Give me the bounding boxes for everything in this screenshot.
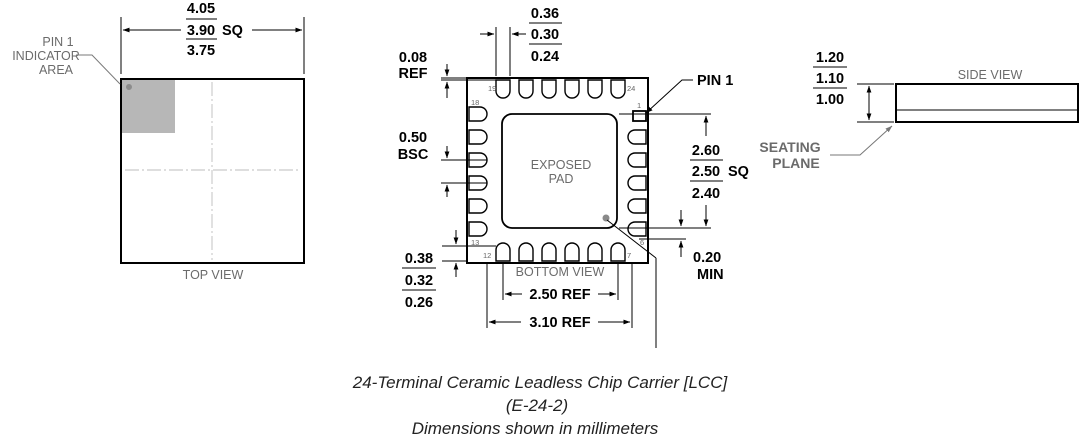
terminal-pad xyxy=(610,242,626,262)
pitch-dim-value: 0.50 xyxy=(399,130,427,146)
caption: 24-Terminal Ceramic Leadless Chip Carrie… xyxy=(352,373,729,438)
top-view-label: TOP VIEW xyxy=(183,268,244,282)
pad-dim-nom: 2.50 xyxy=(692,164,720,180)
pin-number-7: 7 xyxy=(627,251,631,260)
exposed-pad-label-line2: PAD xyxy=(549,172,574,186)
terminal-pad xyxy=(518,79,534,99)
bottom-view: EXPOSED PAD xyxy=(398,6,749,348)
exposed-pad-label-line1: EXPOSED xyxy=(531,158,591,172)
ref-dim-label: REF xyxy=(399,66,428,82)
top-width-max: 4.05 xyxy=(187,1,215,17)
exposed-pad-dot xyxy=(602,214,610,222)
terminal-pad xyxy=(495,79,511,99)
pin-number-18: 18 xyxy=(471,98,479,107)
terminal-pad xyxy=(587,242,603,262)
caption-title: 24-Terminal Ceramic Leadless Chip Carrie… xyxy=(352,373,729,392)
pin1-indicator-label-line2: INDICATOR xyxy=(12,49,80,63)
pad-dim-sq: SQ xyxy=(728,164,749,180)
top-width-sq: SQ xyxy=(222,23,243,39)
lead-length-nom: 0.32 xyxy=(405,273,433,289)
terminal-pad xyxy=(468,129,488,145)
terminal-column-right xyxy=(627,110,647,237)
pin-number-6: 6 xyxy=(640,238,644,247)
terminal-pad xyxy=(564,242,580,262)
pin-number-12: 12 xyxy=(483,251,491,260)
height-dim-min: 1.00 xyxy=(816,92,844,108)
seating-plane-leader xyxy=(830,125,893,156)
pin1-callout-label: PIN 1 xyxy=(697,73,733,89)
seating-plane-label-line1: SEATING xyxy=(759,139,820,155)
terminal-pad xyxy=(627,221,647,237)
pad-dim-min: 2.40 xyxy=(692,186,720,202)
terminal-pad xyxy=(564,79,580,99)
clearance-dim-value: 0.20 xyxy=(693,250,721,266)
side-view-label: SIDE VIEW xyxy=(958,68,1023,82)
top-view: 4.05 3.90 SQ 3.75 PIN 1 INDICATOR AREA T… xyxy=(12,1,305,282)
pin1-indicator-leader xyxy=(76,54,121,85)
seating-plane-label-line2: PLANE xyxy=(772,155,819,171)
exposed-pad-leader xyxy=(606,219,657,259)
top-width-min: 3.75 xyxy=(187,43,215,59)
pin-number-24: 24 xyxy=(627,84,635,93)
lead-width-max: 0.36 xyxy=(531,6,559,22)
pin1-dot xyxy=(126,84,132,90)
terminal-pad xyxy=(468,106,488,122)
terminal-row-bottom xyxy=(495,242,626,262)
exposed-pad xyxy=(501,113,618,229)
lead-width-nom: 0.30 xyxy=(531,27,559,43)
side-view: 1.20 1.10 1.00 SIDE VIEW SEATING PLANE xyxy=(759,50,1079,171)
side-view-body xyxy=(895,83,1079,123)
terminal-pad xyxy=(627,175,647,191)
height-dim-max: 1.20 xyxy=(816,50,844,66)
terminal-pad xyxy=(541,79,557,99)
bottom-view-label: BOTTOM VIEW xyxy=(516,265,605,279)
terminal-pad xyxy=(610,79,626,99)
height-dim-nom: 1.10 xyxy=(816,71,844,87)
terminal-pad xyxy=(541,242,557,262)
span-inner-label: 2.50 REF xyxy=(529,287,590,303)
pin1-indicator-label-line1: PIN 1 xyxy=(42,35,73,49)
clearance-dim-label: MIN xyxy=(697,267,724,283)
lead-width-min: 0.24 xyxy=(531,49,559,65)
lead-length-max: 0.38 xyxy=(405,251,433,267)
terminal-pad xyxy=(468,198,488,214)
terminal-pad xyxy=(627,198,647,214)
terminal-pad xyxy=(468,221,488,237)
terminal-pad xyxy=(587,79,603,99)
terminal-pad xyxy=(627,152,647,168)
terminal-pad xyxy=(495,242,511,262)
pin-number-1: 1 xyxy=(637,101,641,110)
terminal-row-top xyxy=(495,79,626,99)
pin-number-19: 19 xyxy=(488,84,496,93)
caption-units: Dimensions shown in millimeters xyxy=(412,419,659,438)
caption-code: (E-24-2) xyxy=(506,396,568,415)
pad-dim-max: 2.60 xyxy=(692,143,720,159)
span-outer-label: 3.10 REF xyxy=(529,315,590,331)
ref-dim-value: 0.08 xyxy=(399,50,427,66)
terminal-pad xyxy=(627,129,647,145)
pin-number-13: 13 xyxy=(471,238,479,247)
top-width-nom: 3.90 xyxy=(187,23,215,39)
lead-length-min: 0.26 xyxy=(405,295,433,311)
pin1-terminal xyxy=(632,110,647,122)
pin1-indicator-label-line3: AREA xyxy=(39,63,74,77)
pitch-dim-label: BSC xyxy=(398,147,429,163)
pin1-callout-leader xyxy=(645,79,693,114)
terminal-pad xyxy=(518,242,534,262)
